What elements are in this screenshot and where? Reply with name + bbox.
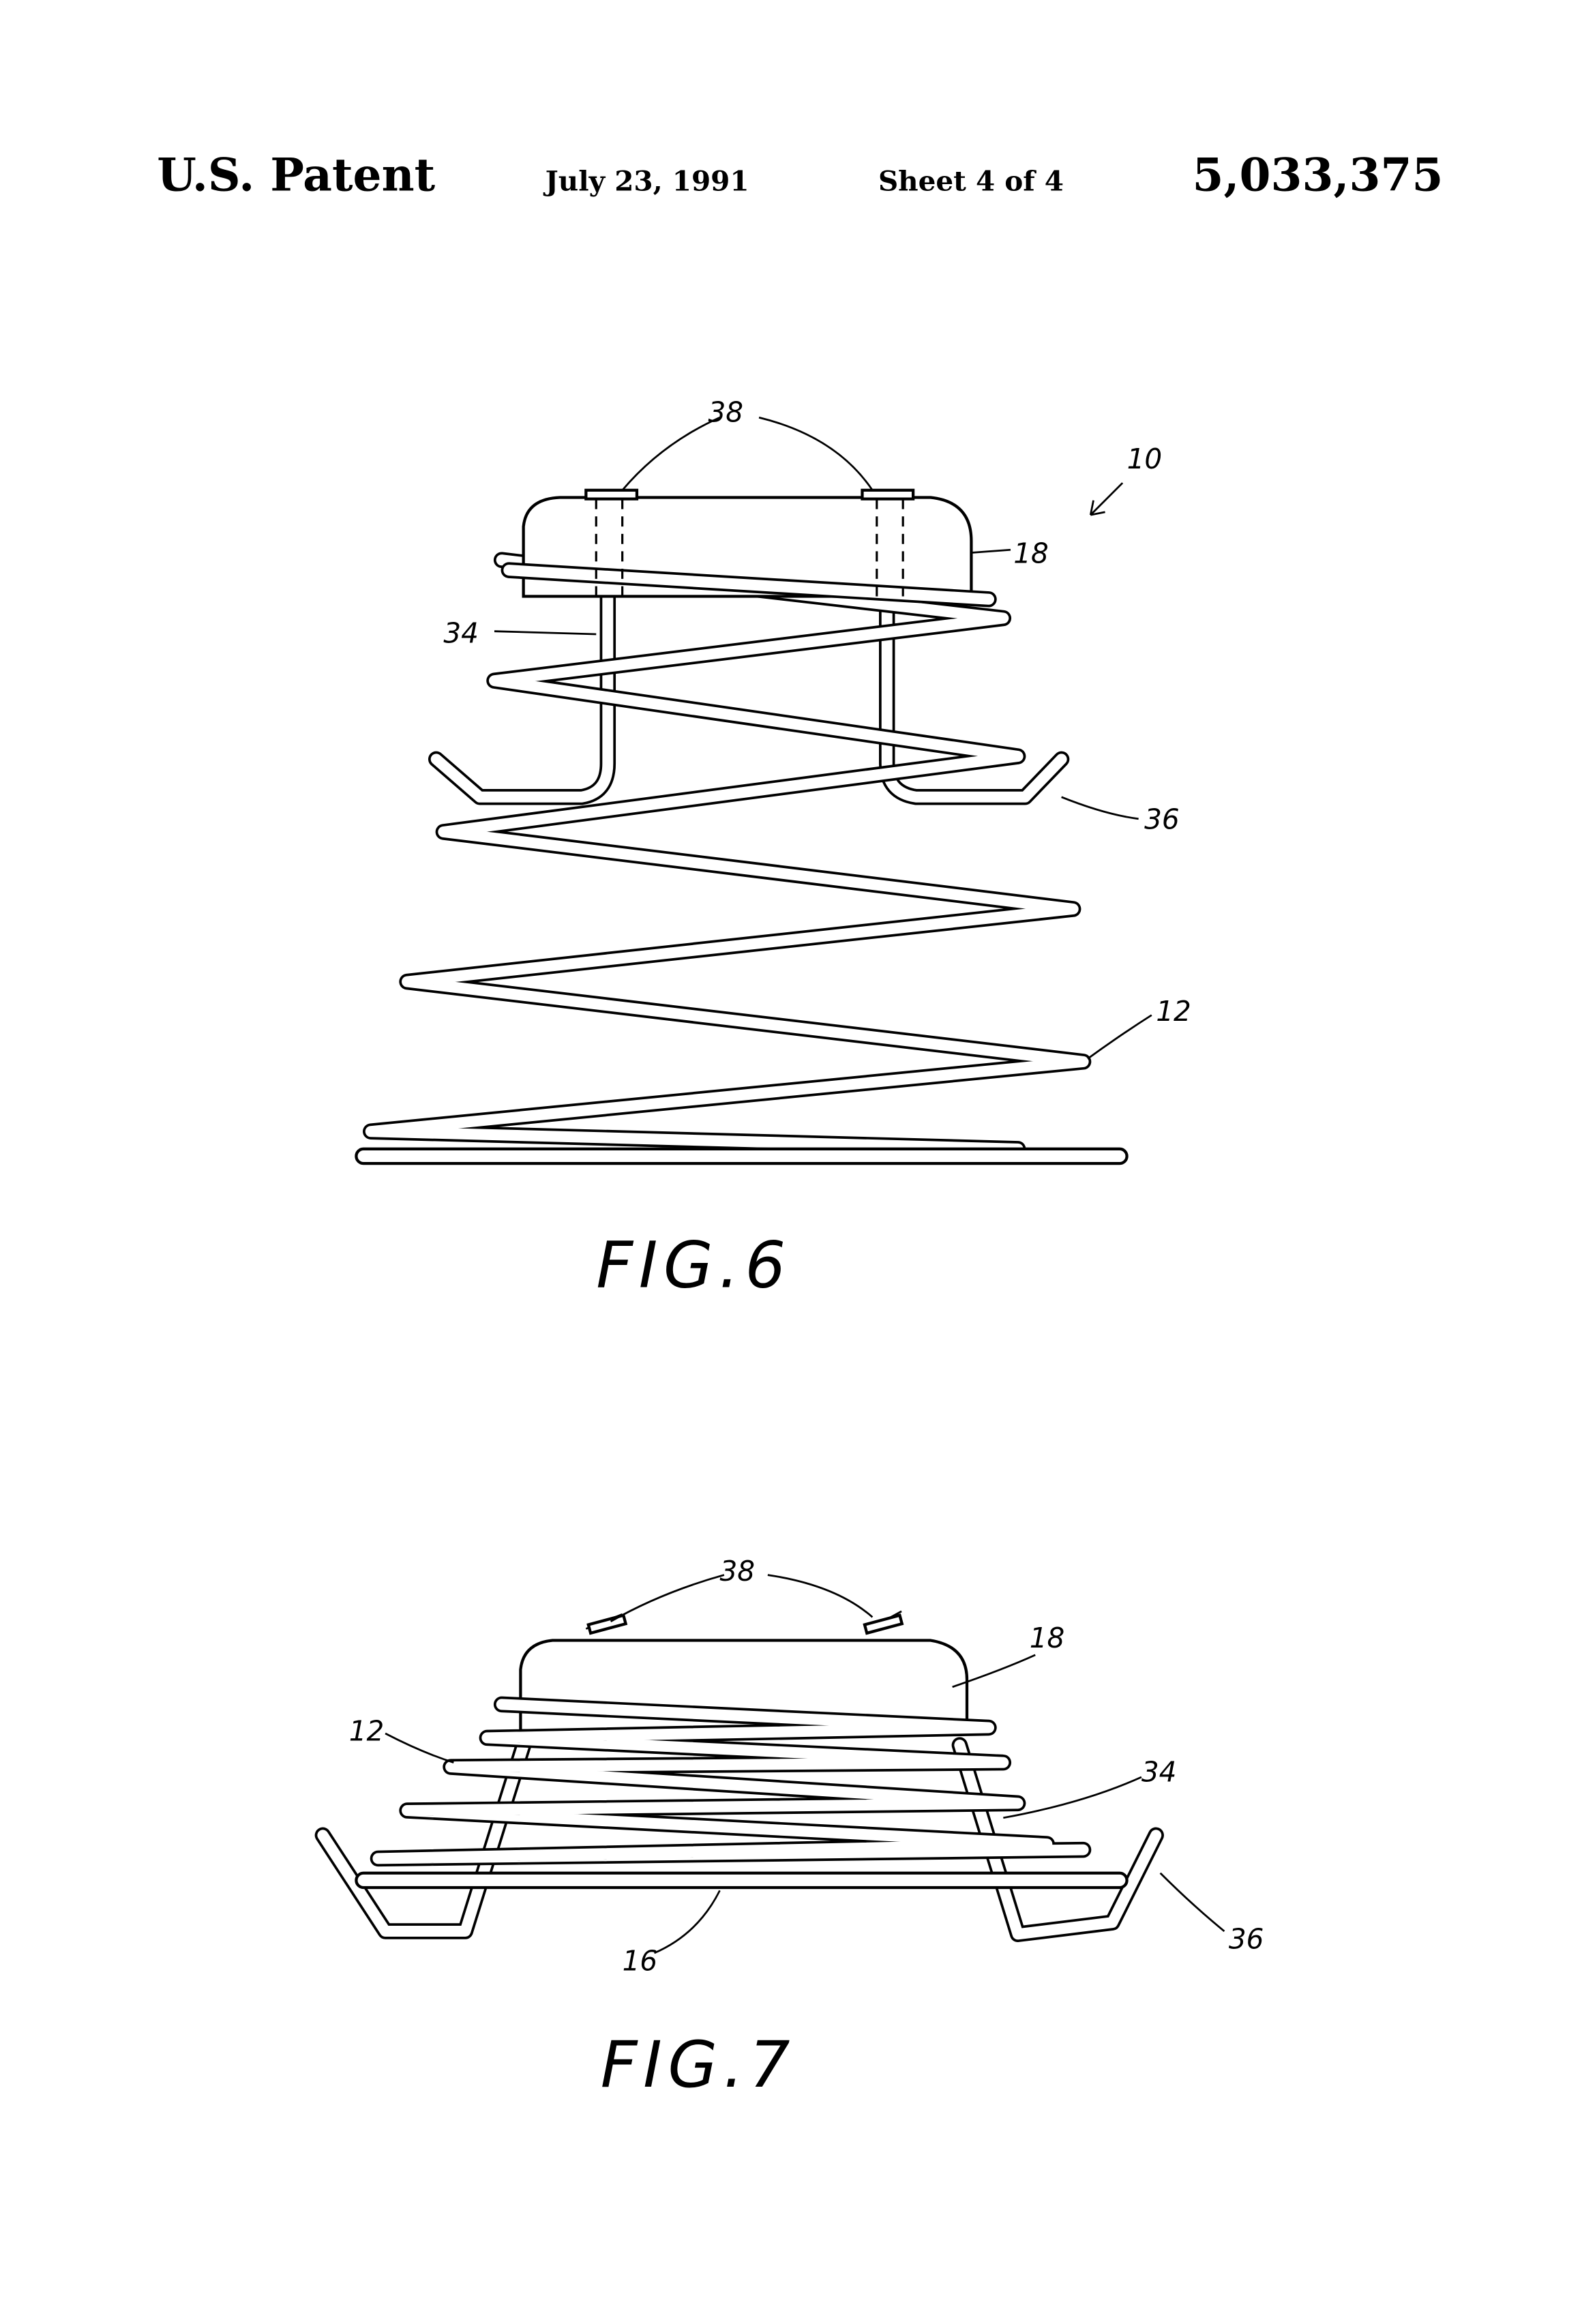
label-12: 12	[1156, 995, 1191, 1028]
base-ring-16	[356, 1149, 1126, 1163]
label-36: 36	[1144, 803, 1180, 836]
figure-7-caption: FIG.7	[601, 2028, 796, 2102]
header-title: U.S. Patent	[157, 149, 435, 202]
label-18: 18	[1030, 1622, 1065, 1654]
label-38: 38	[708, 396, 743, 429]
label-34: 34	[1141, 1755, 1177, 1788]
cap-18	[509, 490, 989, 599]
label-10: 10	[1127, 443, 1163, 475]
label-16: 16	[623, 1945, 658, 1978]
label-38: 38	[720, 1555, 756, 1588]
header-date: July 23, 1991	[543, 165, 749, 198]
header: U.S. Patent July 23, 1991 Sheet 4 of 4 5…	[157, 149, 1443, 202]
header-patent-number: 5,033,375	[1193, 149, 1444, 202]
figure-7: 38 18 12 34 36 16 FIG.7	[323, 1555, 1264, 2102]
figure-6: 38 10 18 34 36 12 FIG.6	[356, 396, 1191, 1303]
label-12: 12	[349, 1715, 385, 1748]
figure-6-caption: FIG.6	[596, 1228, 791, 1302]
label-36: 36	[1229, 1923, 1264, 1956]
base-ring-16	[356, 1873, 1126, 1888]
label-18: 18	[1013, 537, 1049, 569]
label-34: 34	[443, 617, 479, 650]
header-sheet: Sheet 4 of 4	[878, 165, 1064, 198]
